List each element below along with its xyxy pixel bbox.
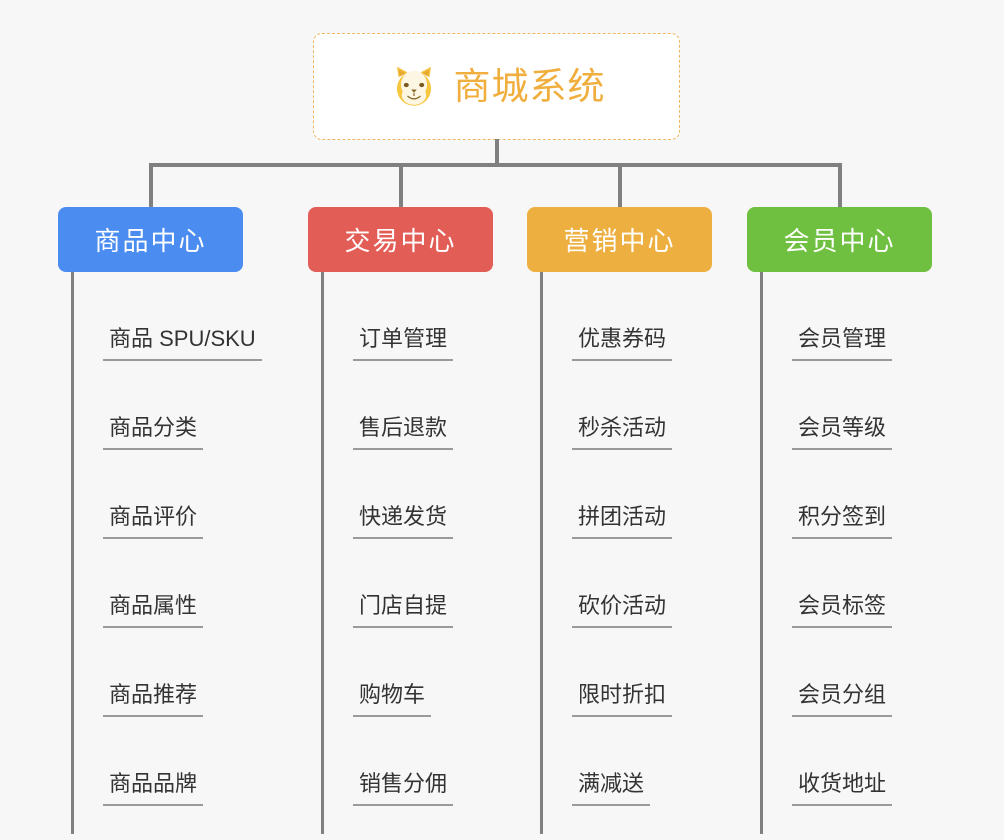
category-box-4[interactable]: 会员中心 [747, 207, 932, 272]
leaf-label: 秒杀活动 [572, 415, 673, 450]
leaf-label: 商品评价 [103, 504, 204, 539]
leaf-label: 门店自提 [353, 593, 454, 628]
leaf-item[interactable]: 商品 SPU/SKU [71, 272, 262, 361]
leaf-item[interactable]: 砍价活动 [540, 539, 673, 628]
leaf-item[interactable]: 秒杀活动 [540, 361, 673, 450]
leaf-item[interactable]: 商品属性 [71, 539, 262, 628]
leaf-label: 销售分佣 [353, 771, 454, 806]
shiba-inu-icon [388, 61, 440, 113]
category-box-2[interactable]: 交易中心 [308, 207, 493, 272]
category-box-1[interactable]: 商品中心 [58, 207, 243, 272]
root-title: 商城系统 [453, 66, 606, 107]
leaf-label: 商品属性 [103, 593, 204, 628]
connector-to-category-2 [399, 163, 403, 207]
leaf-item[interactable]: 订单管理 [321, 272, 454, 361]
leaf-label: 商品品牌 [103, 771, 204, 806]
leaf-item[interactable]: 门店自提 [321, 539, 454, 628]
leaf-item[interactable]: 会员等级 [760, 361, 893, 450]
leaf-label: 商品分类 [103, 415, 204, 450]
leaf-item[interactable]: 快递发货 [321, 450, 454, 539]
leaf-label: 会员分组 [792, 682, 893, 717]
leaf-label: 拼团活动 [572, 504, 673, 539]
leaf-label: 积分签到 [792, 504, 893, 539]
leaf-item[interactable]: 限时折扣 [540, 628, 673, 717]
category-label-3: 营销中心 [563, 226, 676, 256]
connector-to-category-3 [618, 163, 622, 207]
leaf-label: 订单管理 [353, 326, 454, 361]
leaf-label: 购物车 [353, 682, 432, 717]
leaf-item[interactable]: 购物车 [321, 628, 453, 717]
leaf-item[interactable]: 会员管理 [760, 272, 893, 361]
leaf-item[interactable]: 拼团活动 [540, 450, 673, 539]
leaf-label: 商品推荐 [103, 682, 204, 717]
leaf-label: 售后退款 [353, 415, 454, 450]
leaf-label: 商品 SPU/SKU [103, 326, 262, 361]
leaf-label: 快递发货 [353, 504, 454, 539]
category-label-4: 会员中心 [783, 226, 896, 256]
leaf-label: 会员标签 [792, 593, 893, 628]
root-node-mall-system[interactable]: 商城系统 [313, 33, 680, 140]
leaf-rail-3 [540, 272, 543, 834]
connector-horizontal-bus [149, 163, 841, 167]
leaf-label: 满减送 [572, 771, 651, 806]
leaf-column-4: 会员管理 会员等级 积分签到 会员标签 会员分组 收货地址 [760, 272, 893, 834]
connector-root-stem [495, 139, 499, 165]
leaf-label: 会员管理 [792, 326, 893, 361]
leaf-item[interactable]: 商品品牌 [71, 717, 262, 806]
leaf-item[interactable]: 收货地址 [760, 717, 893, 806]
connector-to-category-4 [838, 163, 842, 207]
category-box-3[interactable]: 营销中心 [527, 207, 712, 272]
leaf-label: 会员等级 [792, 415, 893, 450]
leaf-label: 砍价活动 [572, 593, 673, 628]
leaf-label: 限时折扣 [572, 682, 673, 717]
leaf-item[interactable]: 满减送 [540, 717, 672, 806]
leaf-item[interactable]: 会员分组 [760, 628, 893, 717]
leaf-label: 优惠券码 [572, 326, 673, 361]
leaf-rail-4 [760, 272, 763, 834]
leaf-item[interactable]: 会员标签 [760, 539, 893, 628]
leaf-item[interactable]: 商品推荐 [71, 628, 262, 717]
leaf-column-1: 商品 SPU/SKU 商品分类 商品评价 商品属性 商品推荐 商品品牌 [71, 272, 262, 834]
leaf-item[interactable]: 售后退款 [321, 361, 454, 450]
leaf-column-3: 优惠券码 秒杀活动 拼团活动 砍价活动 限时折扣 满减送 [540, 272, 673, 834]
leaf-item[interactable]: 商品分类 [71, 361, 262, 450]
category-label-2: 交易中心 [344, 226, 457, 256]
leaf-item[interactable]: 销售分佣 [321, 717, 454, 806]
leaf-item[interactable]: 商品评价 [71, 450, 262, 539]
category-label-1: 商品中心 [94, 226, 207, 256]
leaf-item[interactable]: 积分签到 [760, 450, 893, 539]
leaf-label: 收货地址 [792, 771, 893, 806]
leaf-rail-2 [321, 272, 324, 834]
leaf-rail-1 [71, 272, 74, 834]
connector-to-category-1 [149, 163, 153, 207]
leaf-column-2: 订单管理 售后退款 快递发货 门店自提 购物车 销售分佣 [321, 272, 454, 834]
leaf-item[interactable]: 优惠券码 [540, 272, 673, 361]
